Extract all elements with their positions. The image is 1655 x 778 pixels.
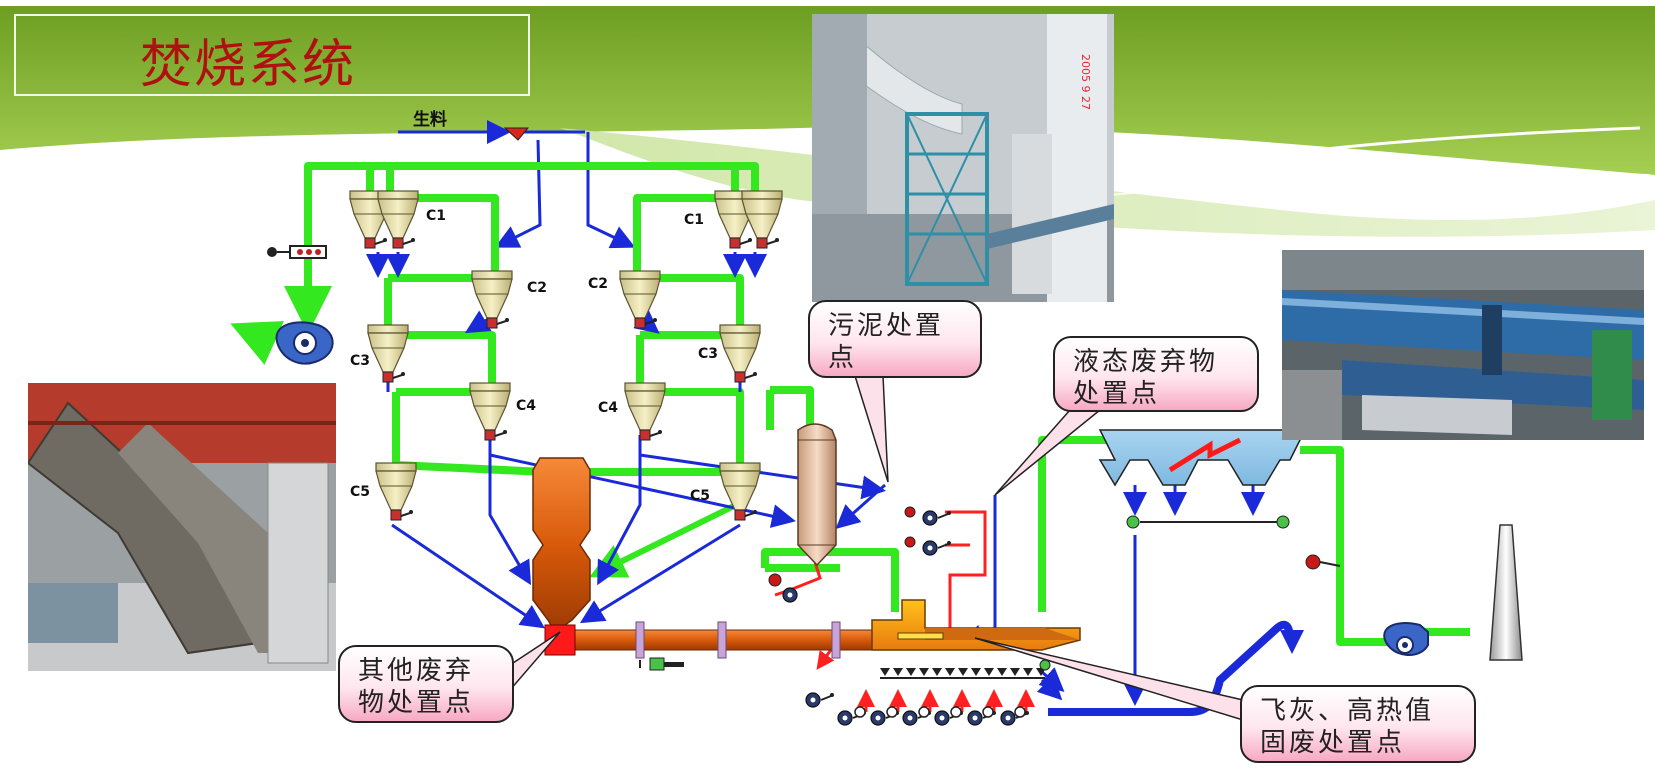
- grate-tooth: [971, 668, 981, 676]
- cyclone: [741, 190, 783, 249]
- rotary-kiln: [544, 621, 881, 671]
- label-c4-left: C4: [516, 398, 536, 414]
- preheater-tower-photo: 2005 9 27: [812, 14, 1114, 302]
- baghouse-fan: [1383, 622, 1429, 657]
- precalciner: [532, 457, 591, 634]
- cyclone: [624, 382, 666, 441]
- damper-valves: [267, 245, 1341, 570]
- grate-tooth: [893, 668, 903, 676]
- grate-tooth: [945, 668, 955, 676]
- grate-tooth: [1023, 668, 1033, 676]
- photo-date-stamp: 2005 9 27: [1079, 54, 1092, 110]
- label-c5-right: C5: [690, 488, 710, 504]
- callout-other-waste: 其他废弃物处置点: [338, 645, 514, 723]
- cyclone: [367, 324, 409, 383]
- small-fan: [782, 587, 798, 603]
- grate-tooth: [1010, 668, 1020, 676]
- slide-title: 焚烧系统: [140, 35, 357, 95]
- title-frame: [14, 14, 530, 96]
- cooler-air-fans: [768, 506, 1029, 726]
- label-c3-left: C3: [350, 353, 370, 369]
- air-lines: [774, 510, 1035, 712]
- callout-liquid-waste: 液态废弃物处置点: [1053, 336, 1259, 412]
- label-c1-left: C1: [426, 208, 446, 224]
- cyclone-labels: C1 C1 C2 C2 C3 C3 C4 C4 C5 C5 生料: [350, 109, 718, 504]
- cyclone-preheater: [349, 190, 783, 521]
- label-c4-right: C4: [598, 400, 618, 416]
- chimney: [1489, 524, 1523, 661]
- cyclone: [719, 324, 761, 383]
- label-c5-left: C5: [350, 484, 370, 500]
- small-fan: [922, 540, 951, 556]
- bag-filter: [1098, 429, 1307, 529]
- cyclone: [377, 190, 419, 249]
- grate-tooth: [984, 668, 994, 676]
- small-fan: [805, 692, 834, 708]
- sludge-dryer: [797, 423, 837, 567]
- cyclone: [619, 270, 661, 329]
- callout-sludge: 污泥处置点: [808, 300, 982, 378]
- cyclone: [469, 382, 511, 441]
- grate-tooth: [880, 668, 890, 676]
- fly-ash-conveyor: [1048, 620, 1294, 716]
- grate-tooth: [958, 668, 968, 676]
- kiln-burner-photo: [1282, 250, 1644, 440]
- grate-tooth: [932, 668, 942, 676]
- cyclone: [375, 462, 417, 521]
- callout-pointers: [509, 375, 1244, 722]
- small-fan: [922, 510, 951, 526]
- grate-tooth: [919, 668, 929, 676]
- cyclone: [471, 270, 513, 329]
- cyclone: [719, 462, 761, 521]
- raw-material-feed: [398, 120, 636, 249]
- callout-fly-ash: 飞灰、高热值固废处置点: [1240, 685, 1476, 763]
- grate-cooler: [871, 599, 1081, 679]
- label-c1-right: C1: [684, 212, 704, 228]
- calciner-interior-photo: [28, 383, 336, 671]
- label-c2-right: C2: [588, 276, 608, 292]
- raw-material-label: 生料: [413, 109, 447, 130]
- label-c2-left: C2: [527, 280, 547, 296]
- grate-tooth: [906, 668, 916, 676]
- grate-tooth: [997, 668, 1007, 676]
- main-exhaust-fan: [275, 321, 334, 365]
- material-lines: [366, 252, 1265, 706]
- label-c3-right: C3: [698, 346, 718, 362]
